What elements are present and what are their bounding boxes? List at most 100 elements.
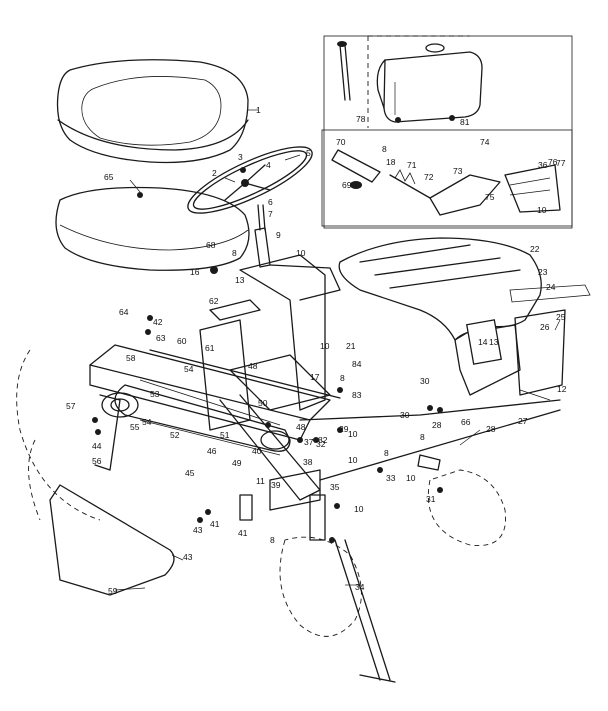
callout: 51: [220, 430, 230, 440]
callout: 78: [356, 114, 366, 124]
callout: 10: [354, 504, 364, 514]
drive-belt: [101, 379, 291, 456]
callout: 60: [177, 336, 187, 346]
callout: 64: [119, 307, 129, 317]
callout: 69: [342, 180, 352, 190]
callout: 52: [170, 430, 180, 440]
callout: 38: [303, 457, 313, 467]
callout: 32: [316, 439, 326, 449]
callout: 10: [537, 205, 547, 215]
callout: 8: [384, 448, 389, 458]
callout: 28: [486, 424, 496, 434]
callout: 36: [538, 160, 548, 170]
callout: 71: [407, 160, 417, 170]
callout: 43: [183, 552, 193, 562]
callout: 43: [193, 525, 203, 535]
callout: 53: [150, 389, 160, 399]
callout: 31: [426, 494, 436, 504]
steering-column: [239, 204, 341, 411]
callout: 17: [310, 372, 320, 382]
callout: 12: [557, 384, 567, 394]
callout: 8: [382, 144, 387, 154]
callout: 61: [205, 343, 215, 353]
hardware: [92, 167, 443, 543]
callout: 62: [209, 296, 219, 306]
callout: 58: [126, 353, 136, 363]
callout: 30: [420, 376, 430, 386]
callout: 70: [336, 137, 346, 147]
callout: 34: [355, 582, 365, 592]
callout: 18: [386, 157, 396, 167]
callout: 81: [460, 117, 470, 127]
callout: 41: [238, 528, 248, 538]
callout: 76: [548, 157, 558, 167]
callout: 2: [212, 168, 217, 178]
callout: 73: [453, 166, 463, 176]
callout: 25: [556, 312, 566, 322]
callout: 30: [400, 410, 410, 420]
callout: 10: [296, 248, 306, 258]
callout: 23: [538, 267, 548, 277]
callout: 75: [485, 192, 495, 202]
callout: 66: [461, 417, 471, 427]
callout: 57: [66, 401, 76, 411]
callout-labels: 1 2 3 4 5 6 7 8 9 10 10 10 10 10 10 10 1…: [66, 105, 567, 596]
callout: 4: [266, 160, 271, 170]
callout: 54: [142, 417, 152, 427]
callout: 26: [540, 322, 550, 332]
callout: 72: [424, 172, 434, 182]
callout: 48: [248, 361, 258, 371]
callout: 56: [92, 456, 102, 466]
linkage-inset: [321, 129, 573, 227]
callout: 83: [352, 390, 362, 400]
callout: 63: [156, 333, 166, 343]
callout: 65: [104, 172, 114, 182]
leader-lines: [114, 82, 561, 591]
callout: 10: [348, 455, 358, 465]
callout: 10: [320, 341, 330, 351]
callout: 13: [235, 275, 245, 285]
callout: 40: [252, 446, 262, 456]
callout: 29: [339, 424, 349, 434]
fuel-tank-inset: [323, 35, 573, 229]
callout: 28: [432, 420, 442, 430]
callout: 8: [270, 535, 275, 545]
frame: [89, 299, 341, 511]
callout: 41: [210, 519, 220, 529]
callout: 11: [256, 476, 265, 486]
callout: 8: [232, 248, 237, 258]
seat-pan: [55, 186, 250, 271]
callout: 74: [480, 137, 490, 147]
hood: [338, 237, 591, 396]
callout: 77: [556, 158, 566, 168]
callout: 8: [420, 432, 425, 442]
callout: 54: [184, 364, 194, 374]
callout: 42: [153, 317, 163, 327]
callout: 8: [340, 373, 345, 383]
callout: 5: [306, 148, 311, 158]
callout: 1: [256, 105, 261, 115]
callout: 49: [232, 458, 242, 468]
callout: 50: [258, 398, 268, 408]
callout: 13: [489, 337, 499, 347]
rear-shield: [16, 349, 175, 596]
callout: 37: [304, 437, 314, 447]
callout: 21: [346, 341, 356, 351]
callout: 45: [185, 468, 195, 478]
callout: 55: [130, 422, 140, 432]
callout: 10: [406, 473, 416, 483]
callout: 39: [271, 480, 281, 490]
callout: 59: [108, 586, 118, 596]
callout: 22: [530, 244, 540, 254]
front-axle: [279, 399, 561, 683]
callout: 16: [190, 267, 200, 277]
callout: 44: [92, 441, 102, 451]
callout: 3: [238, 152, 243, 162]
callout: 10: [348, 429, 358, 439]
callout: 48: [296, 422, 306, 432]
callout: 68: [206, 240, 216, 250]
callout: 9: [276, 230, 281, 240]
callout: 33: [386, 473, 396, 483]
callout: 6: [268, 197, 273, 207]
